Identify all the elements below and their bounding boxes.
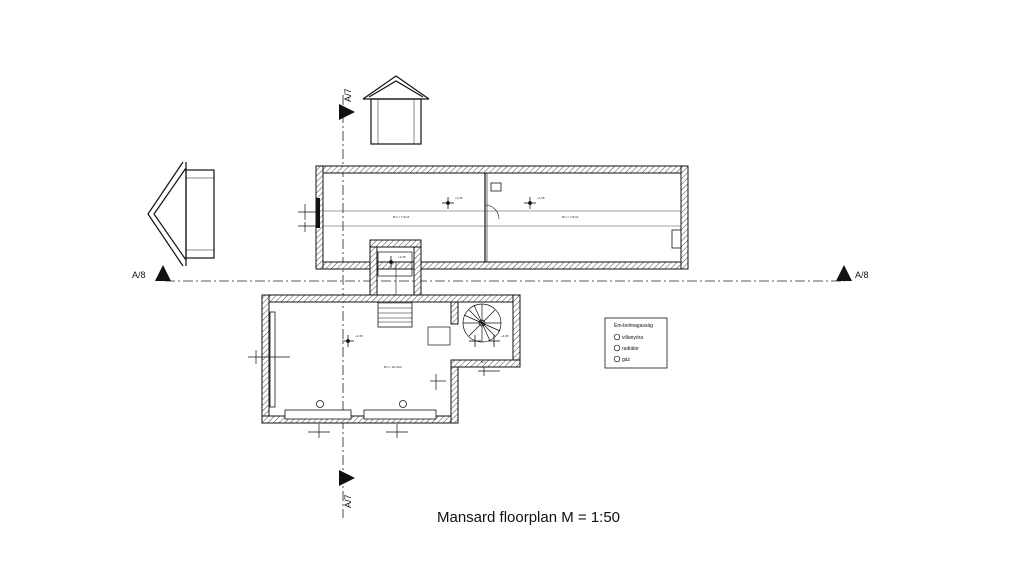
section-label-top: A/7 — [343, 88, 353, 102]
section-lines — [165, 95, 845, 518]
level-text-corner: +4,35 — [501, 334, 509, 338]
level-marker-stair — [385, 256, 397, 268]
svg-text:Bm = 20,4m2: Bm = 20,4m2 — [384, 365, 402, 369]
level-text-attic-right: +4,35 — [537, 196, 545, 200]
section-label-right: A/8 — [855, 270, 869, 280]
legend-box — [604, 317, 668, 369]
legend-title: Ém-belmagasság — [614, 322, 653, 329]
level-markers — [342, 197, 536, 347]
attic-room-walls: Bm = 7,9m2 Bm = 7,9m2 — [315, 165, 689, 270]
stair-shaft — [369, 239, 422, 328]
section-marker-right: A/8 — [836, 265, 869, 281]
svg-text:Bm = 7,9m2: Bm = 7,9m2 — [393, 215, 410, 219]
level-marker-corner — [469, 335, 500, 347]
level-marker-attic-left — [442, 197, 454, 209]
section-marker-left: A/8 — [132, 265, 171, 281]
radiator-symbols — [316, 400, 407, 408]
level-text-room: +4,35 — [355, 334, 363, 338]
legend-item-2: radiátor — [622, 346, 639, 352]
level-text-stair: +4,35 — [398, 255, 406, 259]
legend-item-1: villanyóra — [622, 335, 643, 341]
gable-elevation-top — [362, 75, 430, 145]
spiral-stair — [462, 303, 502, 343]
section-label-left: A/8 — [132, 270, 146, 280]
gable-elevation-left — [147, 161, 215, 267]
section-marker-bottom: A/7 — [339, 470, 355, 508]
svg-text:Bm: Bm — [481, 360, 486, 364]
svg-text:Bm = 7,9m2: Bm = 7,9m2 — [562, 215, 579, 219]
section-label-bottom: A/7 — [343, 494, 353, 508]
drawing-title: Mansard floorplan M = 1:50 — [437, 509, 620, 526]
section-marker-top: A/7 — [339, 88, 355, 120]
level-marker-room — [342, 335, 354, 347]
lower-room-walls: Bm = 20,4m2 Bm — [261, 294, 521, 424]
legend-gas-icon — [613, 355, 621, 363]
legend-item-3: gáz — [622, 357, 631, 363]
level-text-attic-left: +4,35 — [455, 196, 463, 200]
legend: Ém-belmagasság villanyóra radiátor gáz — [604, 317, 668, 369]
level-marker-attic-right — [524, 197, 536, 209]
legend-meter-icon — [613, 333, 621, 341]
window-ticks — [248, 204, 500, 438]
legend-radiator-icon — [613, 344, 621, 352]
